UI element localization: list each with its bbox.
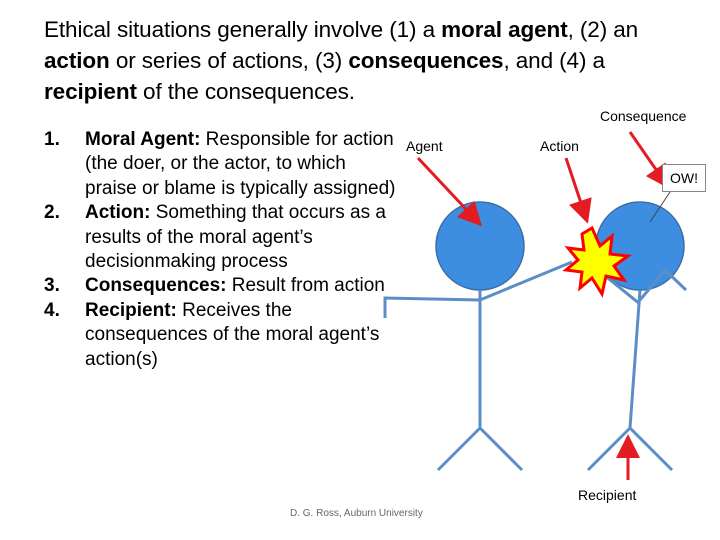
action-label: Action xyxy=(540,138,579,154)
footer-credit: D. G. Ross, Auburn University xyxy=(290,508,423,519)
recipient-label: Recipient xyxy=(578,487,637,503)
agent-head xyxy=(435,201,525,291)
list-number: 1. xyxy=(44,129,60,150)
ow-callout: OW! xyxy=(662,164,706,192)
agent-figure xyxy=(383,201,573,472)
list-desc: Responsible for action (the doer, or the… xyxy=(85,129,396,199)
term-moral-agent: moral agent xyxy=(441,17,568,42)
list-number: 3. xyxy=(44,275,60,297)
action-arrow xyxy=(564,157,592,224)
list-number: 2. xyxy=(44,202,60,224)
ow-callout-line xyxy=(649,191,671,223)
list-item: 4. Recipient: Receives the consequences o… xyxy=(44,299,399,372)
agent-arrow xyxy=(416,156,483,227)
list-item: 2. Action: Something that occurs as a res… xyxy=(44,201,399,274)
consequence-arrow xyxy=(628,131,670,189)
term-action: action xyxy=(44,48,110,73)
consequence-label: Consequence xyxy=(600,108,687,124)
term-consequences: consequences xyxy=(348,48,504,73)
agent-label: Agent xyxy=(406,138,443,154)
list-desc: Receives the consequences of the moral a… xyxy=(85,299,380,370)
list-item: 3. Consequences: Result from action xyxy=(44,274,399,298)
list-term: Moral Agent: xyxy=(85,129,201,150)
list-item: 1. Moral Agent: Responsible for action (t… xyxy=(44,128,399,201)
recipient-figure xyxy=(586,201,688,472)
list-term: Action: xyxy=(85,202,151,224)
term-recipient: recipient xyxy=(44,79,137,104)
list-term: Consequences: xyxy=(85,275,227,297)
definitions-list: 1. Moral Agent: Responsible for action (t… xyxy=(44,128,399,372)
list-term: Recipient: xyxy=(85,299,177,321)
list-number: 4. xyxy=(44,299,60,321)
intro-paragraph: Ethical situations generally involve (1)… xyxy=(44,17,639,104)
list-desc: Result from action xyxy=(226,275,385,297)
impact-burst xyxy=(562,225,633,298)
list-desc: Something that occurs as a results of th… xyxy=(85,202,386,273)
